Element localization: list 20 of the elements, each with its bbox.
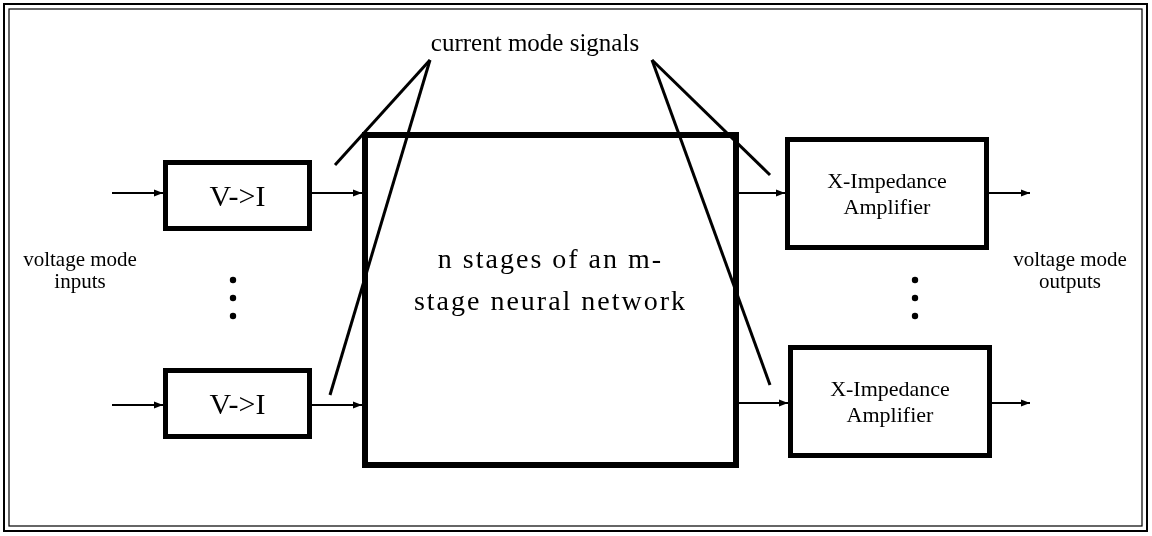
- arrow: [738, 189, 786, 197]
- converter-box: V->I: [163, 160, 312, 231]
- arrow: [111, 401, 164, 409]
- amplifier-box: X-Impedance Amplifier: [788, 345, 992, 458]
- amplifier-box: X-Impedance Amplifier: [785, 137, 989, 250]
- side-label: voltage mode outputs: [1012, 248, 1128, 292]
- side-label: voltage mode inputs: [22, 248, 138, 292]
- arrow: [311, 189, 363, 197]
- network-block: n stages of an m-stage neural network: [362, 132, 739, 468]
- arrow: [738, 399, 789, 407]
- arrow: [111, 189, 164, 197]
- converter-box: V->I: [163, 368, 312, 439]
- leader-line: [650, 58, 772, 177]
- annotation-text: current mode signals: [395, 26, 675, 60]
- arrow: [311, 401, 363, 409]
- arrow: [988, 189, 1031, 197]
- leader-line: [650, 59, 772, 386]
- leader-line: [333, 59, 432, 166]
- leader-line: [328, 59, 432, 396]
- arrow: [991, 399, 1031, 407]
